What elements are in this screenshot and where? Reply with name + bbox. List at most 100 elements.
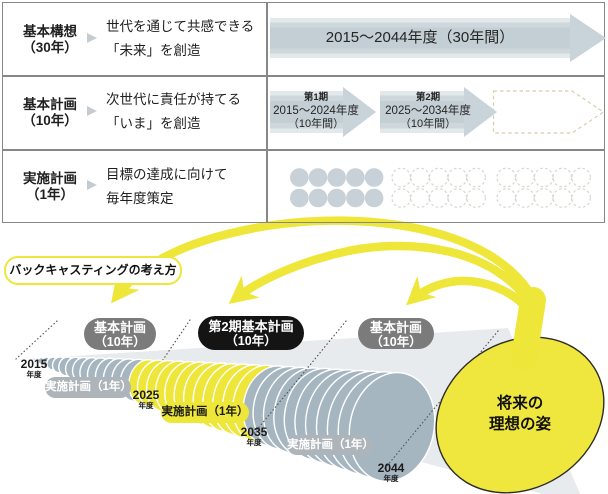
dashed-year-circle	[571, 188, 591, 208]
goal-line1: 将来の	[496, 395, 544, 412]
year-label-2015: 2015 年度	[12, 358, 56, 379]
backcast-arrow-trunk	[511, 287, 546, 371]
row3-label-line1: 実施計画	[23, 171, 77, 186]
backcast-arrow-3	[405, 276, 533, 314]
term2-line3: （10年間）	[399, 118, 457, 130]
arrow-30yr-head	[570, 14, 606, 62]
arrow-term1-head	[343, 87, 376, 137]
dashed-year-circle	[466, 188, 487, 208]
dashed-year-circle	[410, 167, 430, 188]
table-column-divider	[266, 2, 268, 223]
row1-label-line1: 基本構想	[23, 24, 77, 39]
dotted-line-2015	[15, 320, 58, 360]
dashed-year-circle	[515, 188, 535, 208]
term2-line2: 2025〜2034年度	[385, 105, 471, 117]
row3-label: 実施計画 （1年）	[10, 171, 90, 202]
filled-year-circle	[346, 188, 365, 208]
plan-pill-3-line2: （10年）	[370, 335, 422, 349]
plan-pill-1: 基本計画 （10年）	[84, 318, 156, 350]
row3-desc-line2: 毎年度策定	[106, 191, 174, 206]
plan-pill-2-line1: 第2期基本計画	[208, 319, 294, 334]
dashed-year-circle	[496, 167, 517, 188]
row1-desc: 世代を通じて共感できる 「未来」を創造	[106, 15, 276, 63]
row3-desc: 目標の達成に向けて 毎年度策定	[106, 163, 276, 211]
cone-disks	[37, 356, 436, 483]
arrow-30yr-label: 2015〜2044年度（30年間）	[325, 29, 515, 46]
year-2035: 2035	[240, 425, 268, 439]
backcasting-title-box: バックキャスティングの考え方	[4, 256, 182, 285]
term2-line1: 第2期	[415, 92, 441, 103]
dashed-year-circle	[447, 188, 468, 208]
row1-label-line2: （30年）	[22, 39, 78, 55]
row2-desc-line2: 「いま」を創造	[106, 116, 201, 131]
arrow-term2-body	[380, 91, 464, 133]
filled-year-circle	[308, 168, 328, 187]
year-2044-suffix: 年度	[383, 474, 399, 483]
year-2035-suffix: 年度	[246, 438, 262, 447]
plan-pill-2-line2: （10年）	[225, 334, 277, 348]
row2-label-line1: 基本計画	[23, 97, 77, 112]
table-row-divider-1	[2, 75, 605, 77]
filled-year-circle	[364, 188, 384, 208]
filled-year-circle	[290, 188, 309, 208]
year-label-2035: 2035 年度	[232, 426, 276, 447]
filled-year-circle	[364, 168, 384, 187]
year-2025-suffix: 年度	[138, 401, 154, 410]
backcast-arrow-2	[228, 241, 536, 309]
arrow-term2-head	[464, 87, 497, 137]
year-2044: 2044	[377, 461, 405, 475]
plan-pill-3: 基本計画 （10年）	[358, 318, 434, 349]
goal-label: 将来の 理想の姿	[450, 393, 590, 435]
dashed-year-circle	[571, 167, 591, 188]
plan-pill-1-line2: （10年）	[94, 335, 146, 349]
filled-year-circle	[327, 168, 347, 187]
row1-desc-line2: 「未来」を創造	[106, 43, 201, 58]
row2-label-line2: （10年）	[22, 112, 78, 128]
dashed-year-circle	[466, 167, 487, 188]
exec-pill-1: 実施計画（1年）	[45, 377, 132, 398]
year-label-2025: 2025 年度	[124, 389, 168, 410]
term1-line3: （10年間）	[287, 118, 345, 130]
dashed-year-circle	[552, 188, 573, 208]
dashed-year-circle	[515, 167, 535, 188]
dashed-year-circle	[391, 188, 412, 208]
row1-label: 基本構想 （30年）	[10, 24, 90, 55]
plan-pill-3-line1: 基本計画	[369, 320, 422, 335]
arrow-term2-label: 第2期 2025〜2034年度 （10年間）	[370, 92, 486, 131]
goal-ellipse	[435, 336, 605, 494]
row2-label: 基本計画 （10年）	[10, 97, 90, 128]
arrow-30yr-body	[270, 18, 570, 58]
plan-pill-1-line1: 基本計画	[93, 320, 146, 335]
dashed-year-circle	[533, 167, 554, 188]
goal-line2: 理想の姿	[488, 416, 551, 433]
filled-year-circle	[308, 188, 328, 208]
exec-pill-2: 実施計画（1年）	[161, 402, 249, 423]
yearly-circles	[290, 167, 591, 208]
row1-pointer-icon	[87, 33, 97, 43]
term1-line1: 第1期	[303, 92, 329, 103]
dashed-year-circle	[428, 167, 449, 188]
term1-line2: 2015〜2024年度	[273, 105, 359, 117]
filled-year-circle	[290, 168, 309, 187]
arrow-term1-label: 第1期 2015〜2024年度 （10年間）	[258, 92, 374, 131]
row1-desc-line1: 世代を通じて共感できる	[106, 19, 255, 34]
dashed-year-circle	[391, 167, 412, 188]
year-label-2044: 2044 年度	[369, 462, 413, 483]
dashed-year-circle	[428, 188, 449, 208]
plan-table-frame	[2, 2, 605, 223]
plan-pill-2: 第2期基本計画 （10年）	[198, 316, 304, 350]
row2-desc-line1: 次世代に責任が持てる	[106, 92, 241, 107]
arrow-term1-body	[270, 91, 343, 133]
row3-pointer-icon	[87, 180, 97, 190]
dashed-future-arrow	[492, 90, 605, 134]
row3-label-line2: （1年）	[25, 186, 74, 202]
filled-year-circle	[346, 168, 365, 187]
year-2025: 2025	[132, 388, 160, 402]
row3-desc-line1: 目標の達成に向けて	[106, 167, 228, 182]
dashed-year-circle	[447, 167, 468, 188]
cone-disk	[348, 371, 436, 483]
exec-pill-3: 実施計画（1年）	[287, 435, 374, 455]
year-2015-suffix: 年度	[26, 370, 42, 379]
